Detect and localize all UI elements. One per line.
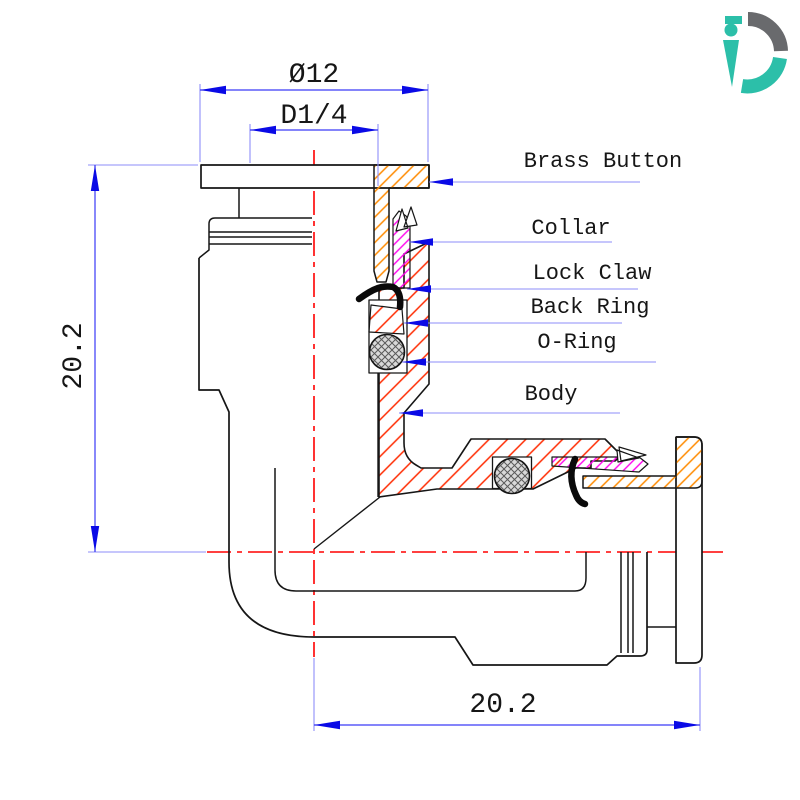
label-body: Body xyxy=(525,382,578,407)
brand-logo xyxy=(723,12,788,94)
claw-beaks-horizontal xyxy=(616,446,647,463)
dim-text-height: 20.2 xyxy=(59,322,90,389)
logo-teal-bar xyxy=(725,16,742,24)
dimensions: Ø12 D1/4 20.2 20.2 xyxy=(59,60,701,731)
claw-beaks-vertical xyxy=(395,206,418,232)
body-outer-profile xyxy=(198,258,648,666)
lock-claw-horizontal xyxy=(568,455,589,508)
logo-teal-arc xyxy=(740,56,787,94)
centerlines xyxy=(207,150,729,657)
leader-lines xyxy=(399,181,656,414)
back-ring-section xyxy=(368,304,405,335)
dim-text-diameter: Ø12 xyxy=(289,60,339,91)
dim-text-thread: D1/4 xyxy=(280,101,347,132)
logo-gray-arc xyxy=(747,12,788,52)
bore-miter-line xyxy=(313,496,381,550)
label-back-ring: Back Ring xyxy=(531,295,650,320)
dimension-arrows xyxy=(90,85,700,730)
collet-outline xyxy=(198,217,312,259)
label-lock-claw: Lock Claw xyxy=(533,261,652,286)
collet-outline-horizontal xyxy=(620,552,676,653)
lock-claw-vertical xyxy=(355,283,404,311)
brass-button-section xyxy=(373,164,430,283)
label-brass-button: Brass Button xyxy=(524,149,682,174)
section-hatching xyxy=(355,164,703,508)
fitting-outline xyxy=(198,164,703,666)
brass-button-section-horizontal xyxy=(582,436,703,489)
dim-text-length: 20.2 xyxy=(469,690,536,721)
label-o-ring: O-Ring xyxy=(537,330,616,355)
oring-horizontal xyxy=(493,457,531,495)
logo-teal-wedge xyxy=(723,40,739,87)
logo-teal-dot xyxy=(724,23,738,37)
oring-vertical xyxy=(368,333,406,371)
leader-arrows xyxy=(399,178,453,417)
inner-passage-outline xyxy=(274,468,587,592)
label-collar: Collar xyxy=(531,216,610,241)
body-section xyxy=(378,241,622,498)
part-labels: Brass Button Collar Lock Claw Back Ring … xyxy=(399,149,682,417)
